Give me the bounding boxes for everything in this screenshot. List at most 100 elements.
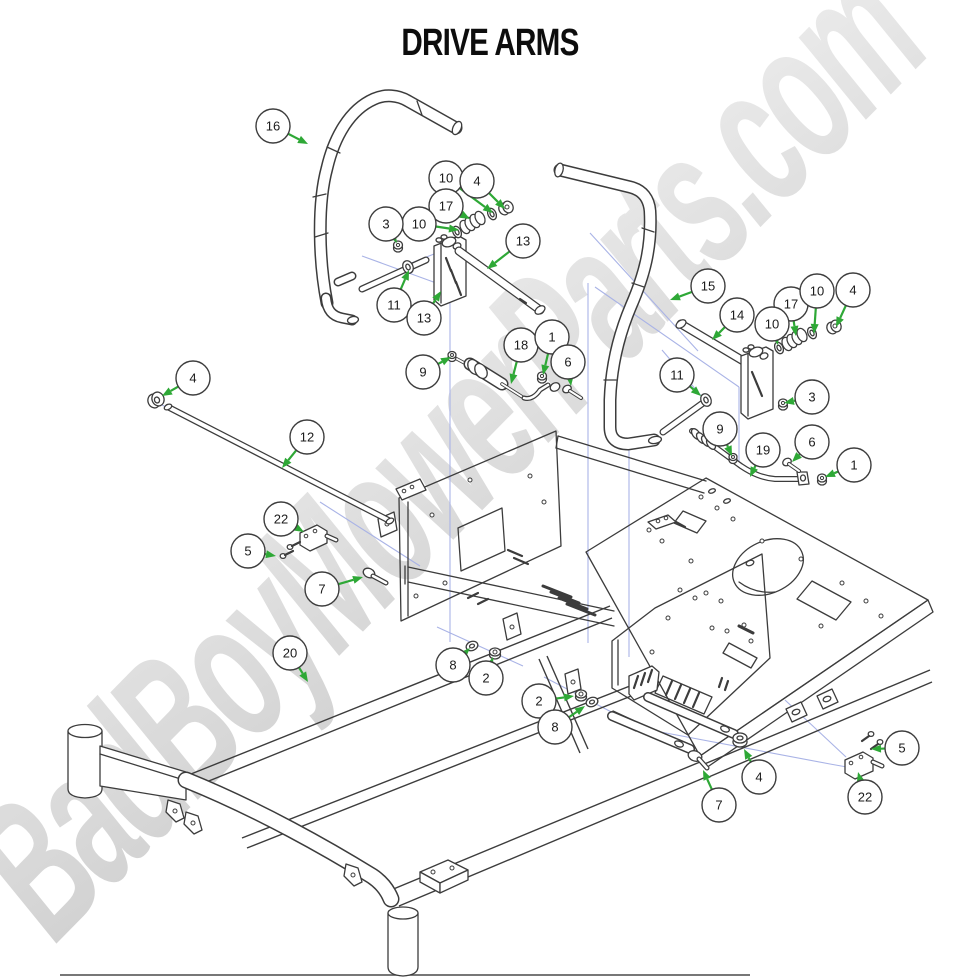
callout-4: 4 bbox=[459, 163, 505, 209]
spring-washer-stack-right bbox=[773, 319, 842, 355]
callout-16: 16 bbox=[255, 108, 308, 144]
arrowhead-icon bbox=[784, 396, 795, 405]
callout-4: 4 bbox=[741, 749, 777, 795]
nut-4-right bbox=[732, 732, 748, 748]
arrowhead-icon bbox=[574, 706, 585, 716]
callout-19: 19 bbox=[745, 432, 781, 477]
washer-11-right bbox=[700, 393, 712, 407]
arrowhead-icon bbox=[744, 749, 753, 760]
callout-number: 8 bbox=[449, 658, 456, 673]
callout-number: 8 bbox=[551, 720, 558, 735]
arrowhead-icon bbox=[299, 671, 308, 682]
callout-balloon bbox=[550, 344, 586, 380]
nut-3-right bbox=[777, 398, 789, 411]
arrowhead-icon bbox=[703, 770, 711, 781]
callout-balloon bbox=[428, 188, 464, 224]
callout-3: 3 bbox=[784, 379, 830, 415]
callout-number: 6 bbox=[564, 355, 571, 370]
callout-number: 10 bbox=[412, 217, 426, 232]
washer-11-left bbox=[402, 260, 414, 274]
callout-15: 15 bbox=[670, 268, 726, 304]
lap-bar-right bbox=[553, 162, 663, 451]
callout-number: 1 bbox=[850, 458, 857, 473]
arrowhead-icon bbox=[401, 270, 409, 281]
callout-number: 5 bbox=[898, 741, 905, 756]
screws-5-right bbox=[860, 730, 884, 751]
callout-balloon bbox=[534, 319, 570, 355]
arrowhead-icon bbox=[440, 357, 451, 366]
callout-number: 15 bbox=[701, 279, 715, 294]
arrowhead-icon bbox=[810, 323, 819, 334]
arrowhead-icon bbox=[871, 744, 882, 753]
nut-9-left bbox=[447, 350, 457, 363]
caster-tube-right bbox=[387, 906, 419, 977]
callout-balloon bbox=[289, 419, 325, 455]
arrowhead-icon bbox=[792, 452, 802, 462]
callout-balloon bbox=[230, 533, 266, 569]
callout-number: 22 bbox=[858, 790, 872, 805]
bracket-right bbox=[740, 344, 774, 420]
callout-balloon bbox=[255, 108, 291, 144]
callout-10: 10 bbox=[401, 206, 459, 242]
washer-8-rear bbox=[585, 696, 599, 708]
bolt-6-right bbox=[782, 457, 801, 473]
drive-arm-pivot-left bbox=[358, 200, 546, 315]
pan-round-cutout bbox=[732, 538, 804, 596]
callout-5: 5 bbox=[230, 533, 276, 569]
callout-balloon bbox=[263, 501, 299, 537]
arrowhead-icon bbox=[750, 466, 758, 477]
bolt-7-right bbox=[687, 750, 710, 771]
callout-6: 6 bbox=[550, 344, 586, 386]
callout-7: 7 bbox=[701, 770, 737, 823]
callout-17: 17 bbox=[428, 188, 470, 224]
callout-balloon bbox=[521, 683, 557, 719]
arrowhead-icon bbox=[509, 373, 518, 384]
callout-20: 20 bbox=[272, 635, 308, 682]
arrowhead-icon bbox=[459, 210, 470, 219]
arrowhead-icon bbox=[265, 550, 276, 559]
caster-arm bbox=[99, 745, 187, 801]
nut-9-right bbox=[728, 452, 738, 465]
callout-4: 4 bbox=[835, 272, 871, 327]
callout-balloon bbox=[175, 360, 211, 396]
arrowhead-icon bbox=[670, 292, 681, 301]
callout-number: 10 bbox=[439, 171, 453, 186]
callout-number: 10 bbox=[810, 284, 824, 299]
callout-balloon bbox=[435, 647, 471, 683]
callout-balloon bbox=[468, 660, 504, 696]
callout-balloon bbox=[884, 730, 920, 766]
callout-number: 16 bbox=[266, 119, 280, 134]
callout-13: 13 bbox=[406, 291, 442, 336]
callout-3: 3 bbox=[368, 206, 404, 243]
arrowhead-icon bbox=[293, 523, 304, 532]
drive-arm-pivot-right bbox=[659, 319, 842, 436]
arrowhead-icon bbox=[690, 386, 701, 396]
washer-8-front bbox=[465, 640, 479, 652]
callout-number: 11 bbox=[387, 298, 401, 313]
callout-number: 2 bbox=[535, 694, 542, 709]
callout-balloon bbox=[505, 223, 541, 259]
callout-10: 10 bbox=[754, 306, 790, 345]
callout-number: 17 bbox=[784, 297, 798, 312]
callout-1: 1 bbox=[825, 447, 872, 483]
shaft-13-left bbox=[454, 246, 546, 315]
bolt-7-left bbox=[362, 567, 389, 586]
callout-balloon bbox=[799, 273, 835, 309]
damper-assembly bbox=[447, 350, 583, 401]
callout-number: 4 bbox=[473, 174, 480, 189]
callout-10: 10 bbox=[799, 273, 835, 334]
callout-balloon bbox=[459, 163, 495, 199]
callout-balloon bbox=[405, 354, 441, 390]
callout-number: 14 bbox=[730, 308, 744, 323]
callout-number: 9 bbox=[716, 422, 723, 437]
arrowhead-icon bbox=[487, 259, 498, 269]
mount-clip bbox=[628, 665, 660, 701]
arrowhead-icon bbox=[297, 135, 308, 144]
callout-number: 2 bbox=[482, 671, 489, 686]
callout-22: 22 bbox=[263, 501, 304, 537]
callout-7: 7 bbox=[304, 571, 363, 607]
callout-number: 20 bbox=[283, 646, 297, 661]
nut-2-rear bbox=[574, 689, 588, 702]
callout-balloon bbox=[794, 424, 830, 460]
callout-number: 19 bbox=[756, 443, 770, 458]
